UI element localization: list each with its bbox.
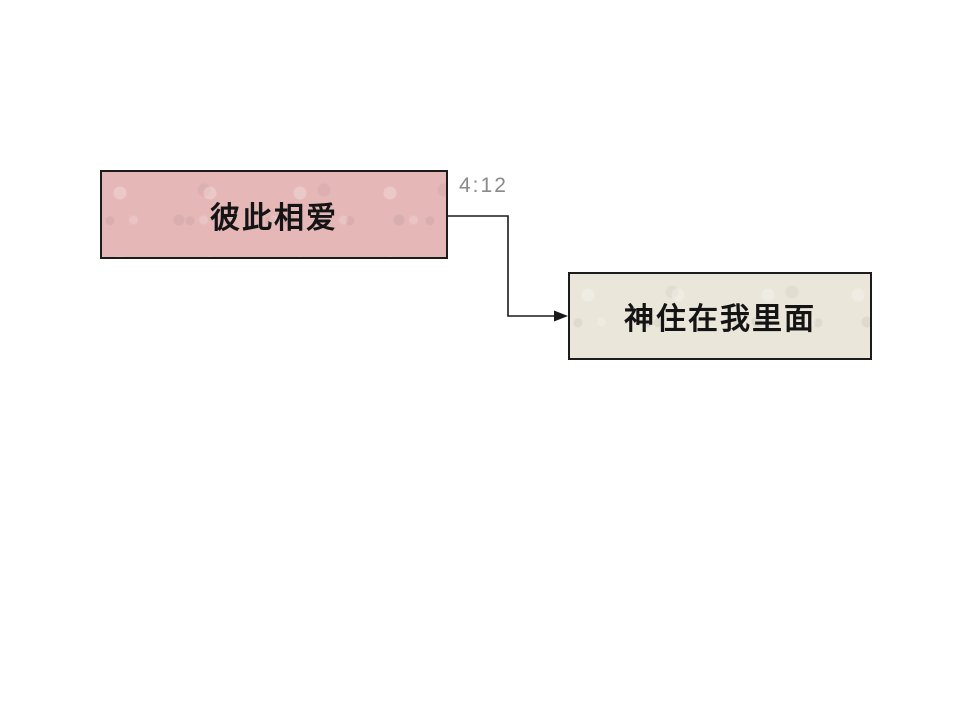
arrowhead-icon <box>554 310 568 322</box>
connector-label: 4:12 <box>459 174 508 197</box>
node-love-one-another-label: 彼此相爱 <box>210 201 338 235</box>
node-god-lives-in-me-label: 神住在我里面 <box>624 303 816 336</box>
elbow-connector-line <box>448 215 558 317</box>
node-love-one-another: 彼此相爱 <box>100 170 448 259</box>
node-god-lives-in-me: 神住在我里面 <box>568 272 872 360</box>
